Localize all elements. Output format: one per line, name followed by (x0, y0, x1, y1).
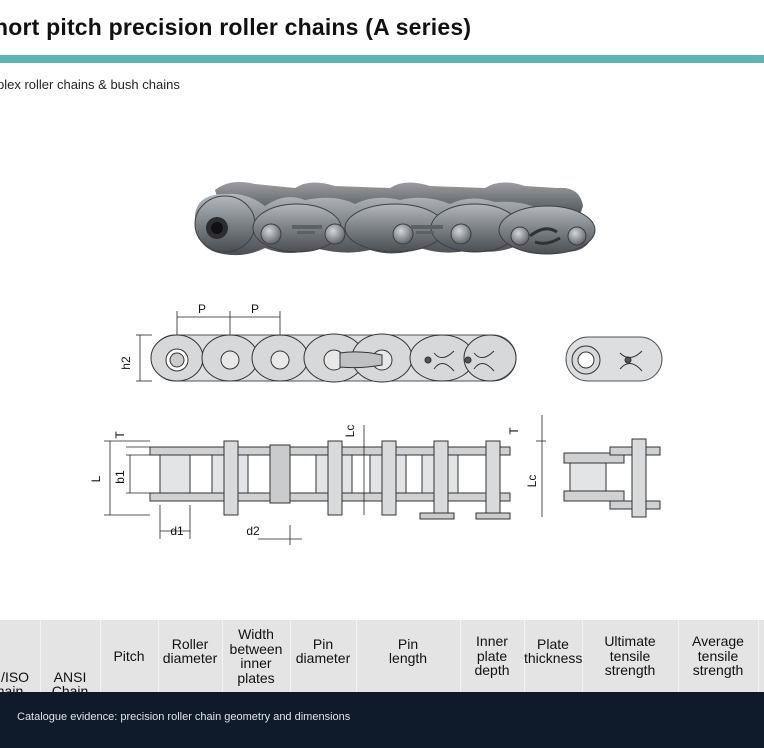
column-header-line: Inner (476, 633, 508, 650)
label-h2: h2 (119, 356, 133, 370)
label-b1: b1 (113, 470, 127, 484)
label-lc-right: Lc (525, 475, 539, 488)
title-rule (0, 55, 764, 63)
label-d2: d2 (246, 524, 260, 538)
column-header-line: diameter (162, 650, 218, 666)
chain-dimension-drawing: P P h2 T Lc T Lc L b1 d1 d2 (90, 302, 663, 545)
label-lc-mid: Lc (343, 425, 357, 438)
column-header-line: strength (692, 662, 744, 679)
roller-chain-photo (194, 182, 596, 256)
section-subtitle: plex roller chains & bush chains (0, 77, 180, 92)
column-header-line: Roller (171, 635, 209, 652)
column-header-line: Width (238, 626, 274, 642)
column-header-line: Pin (312, 635, 334, 652)
label-t-left: T (113, 431, 127, 439)
column-header-line: plate (476, 647, 508, 664)
footer-bar: Catalogue evidence: precision roller cha… (0, 692, 764, 748)
column-header-line: Average (692, 633, 744, 650)
label-d1: d1 (170, 524, 184, 538)
column-header-line: diameter (295, 650, 351, 666)
column-header-line: tensile (609, 647, 651, 664)
column-header-line: inner plates (237, 655, 275, 686)
column-header-line: between (229, 640, 283, 657)
column-header-line: hain (0, 683, 24, 692)
column-header-line: ANSI (53, 668, 87, 685)
column-header-pitch: Pitch (100, 620, 159, 692)
label-t-right: T (507, 427, 521, 435)
column-header-line: Ultimate (604, 633, 656, 650)
label-pitch-b: P (251, 302, 259, 316)
column-header-line: length (388, 650, 428, 666)
column-header-line: tensile (697, 647, 739, 664)
column-header-line: strength (604, 662, 656, 679)
dimension-table-header: N/ISOhainANSIChainPitchRollerdiameterWid… (0, 620, 764, 692)
column-header-line: Pin (397, 635, 419, 652)
label-pitch-a: P (198, 302, 206, 316)
label-l: L (90, 475, 103, 482)
footer-caption: Catalogue evidence: precision roller cha… (17, 711, 351, 723)
column-header-line: Chain (51, 683, 89, 692)
page-title: hort pitch precision roller chains (A se… (0, 14, 472, 40)
column-header-line: Plate (537, 635, 569, 652)
column-header-line: thickness (524, 650, 583, 666)
column-header-line: Pitch (113, 647, 145, 664)
column-header-line: depth (474, 662, 510, 679)
column-header-line: N/ISO (0, 668, 30, 685)
